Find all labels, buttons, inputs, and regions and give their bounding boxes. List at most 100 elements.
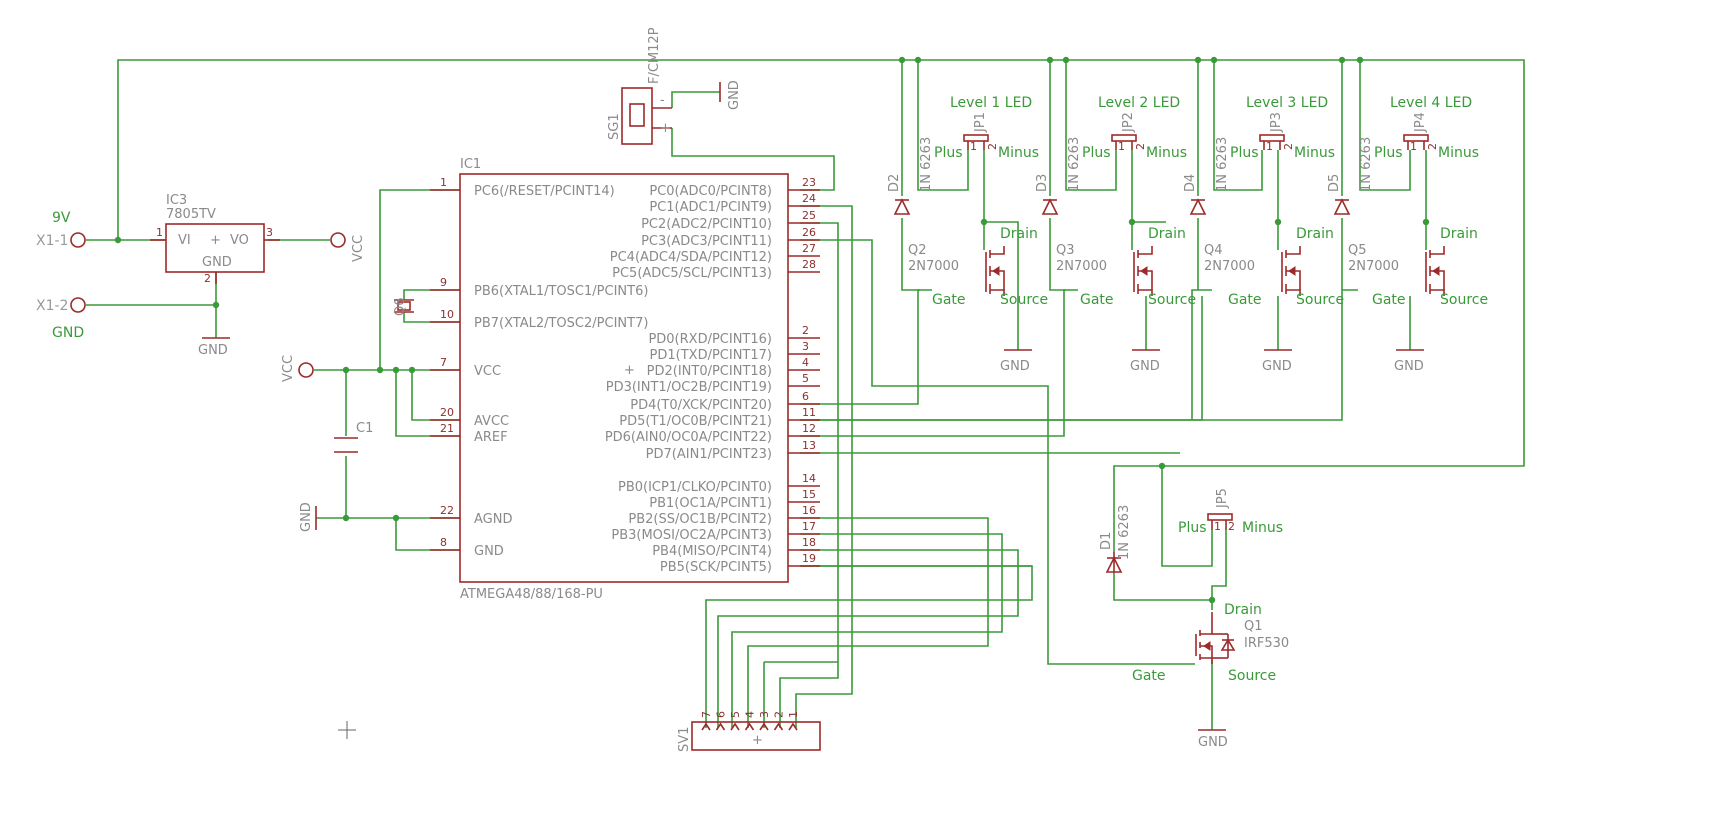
motor-stage[interactable]: JP5 1 2 Plus Minus D1 1N 6263 Q1 IRF530 …: [1099, 488, 1289, 684]
ic1-pin-number: 3: [802, 340, 809, 353]
ic1-pin-label: PD6(AIN0/OC0A/PCINT22): [605, 430, 772, 445]
q1-gate: Gate: [1132, 668, 1166, 684]
sg1-plus: +: [660, 121, 671, 136]
ic1[interactable]: IC1 ATMEGA48/88/168-PU + 1PC6(/RESET/PCI…: [430, 157, 820, 602]
jumper-name: JP3: [1269, 112, 1284, 133]
ic1-pin-label: PD5(T1/OC0B/PCINT21): [619, 414, 772, 429]
fet-value: 2N7000: [1348, 259, 1399, 274]
gnd-label-q5: GND: [1394, 359, 1424, 374]
ic1-pin-number: 8: [440, 536, 447, 549]
fet-name: Q2: [908, 243, 927, 258]
diode-name: D3: [1035, 174, 1050, 192]
gnd-label-regulator: GND: [198, 343, 228, 358]
jumper-body: [1259, 134, 1285, 142]
sv1-pin-mark: [701, 722, 711, 731]
sv1-pin-mark: [744, 722, 755, 731]
stage-wires-4: [1341, 60, 1427, 350]
ic1-pin-number: 26: [802, 226, 816, 239]
sv1-pin-number: 1: [787, 711, 800, 718]
q6-crystal[interactable]: Q6: [393, 297, 414, 316]
fet-arrow: [1288, 266, 1296, 276]
minus-label: Minus: [1438, 145, 1479, 161]
ic1-left-pins: 1PC6(/RESET/PCINT14)9PB6(XTAL1/TOSC1/PCI…: [430, 176, 648, 559]
q1-drain: Drain: [1224, 602, 1262, 618]
q6-name: Q6: [393, 297, 408, 316]
fet-name: Q3: [1056, 243, 1075, 258]
sv1-pin-number: 5: [729, 711, 742, 718]
minus-label: Minus: [998, 145, 1039, 161]
sv1-pin-mark: [715, 722, 726, 731]
source-label: Source: [1440, 292, 1488, 308]
ic3-pin3: 3: [266, 226, 273, 239]
ic1-pin-number: 6: [802, 390, 809, 403]
gate-label: Gate: [1228, 292, 1262, 308]
level-label: Level 4 LED: [1390, 95, 1472, 111]
ic1-pin-label: PD1(TXD/PCINT17): [650, 348, 772, 363]
sg1-value: F/CM12P: [647, 27, 662, 84]
c1-capacitor[interactable]: C1: [334, 421, 373, 453]
d1-value: 1N 6263: [1117, 505, 1132, 560]
ic1-pin-number: 23: [802, 176, 816, 189]
sv1-pin-mark: [730, 722, 740, 731]
minus-label: Minus: [1146, 145, 1187, 161]
ic1-pin-label: PC1(ADC1/PCINT9): [649, 200, 772, 215]
jp5-name: JP5: [1215, 488, 1230, 509]
ic3-plus: +: [210, 233, 221, 248]
sv1-pin-number: 2: [773, 711, 786, 718]
ic1-value: ATMEGA48/88/168-PU: [460, 587, 603, 602]
vcc-label-regulator: VCC: [351, 235, 366, 262]
diode-symbol: [1041, 198, 1059, 215]
sv1-pin-mark: [788, 722, 798, 731]
jumper-pin2: 2: [986, 143, 999, 150]
ic1-pin-number: 12: [802, 422, 816, 435]
diode-symbol: [893, 198, 911, 215]
ic1-pin-label: PB0(ICP1/CLKO/PCINT0): [618, 480, 772, 495]
gnd-label-ic1: GND: [299, 502, 314, 532]
sg1-buzzer[interactable]: SG1 F/CM12P - +: [607, 27, 672, 145]
ic3-pin2: 2: [204, 272, 211, 285]
jumper-pin2: 2: [1282, 143, 1295, 150]
gate-label: Gate: [1080, 292, 1114, 308]
jumper-pin1: 1: [1118, 140, 1125, 153]
diode-name: D4: [1183, 174, 1198, 192]
source-label: Source: [1000, 292, 1048, 308]
jumper-body: [963, 134, 989, 142]
supply-symbols: VCC VCC GND GND GND GND GND GND GND GND: [198, 80, 1424, 750]
cursor-crosshair-icon: [338, 721, 356, 739]
drain-label: Drain: [1296, 226, 1334, 242]
jp5-pin2: 2: [1228, 520, 1235, 533]
diode-value: 1N 6263: [1359, 137, 1374, 192]
ic3-vo: VO: [230, 233, 249, 248]
jumper-pin1: 1: [1410, 140, 1417, 153]
sg1-minus: -: [660, 93, 665, 108]
fet-name: Q5: [1348, 243, 1367, 258]
ic1-pin-label: PD7(AIN1/PCINT23): [646, 447, 772, 462]
ic1-pin-number: 22: [440, 504, 454, 517]
plus-label: Plus: [934, 145, 963, 161]
fet-value: 2N7000: [1056, 259, 1107, 274]
diode-symbol: [1333, 198, 1351, 215]
ic1-pin-label: PB2(SS/OC1B/PCINT2): [628, 512, 772, 527]
ic3-value: 7805TV: [166, 207, 216, 222]
ic3-gnd: GND: [202, 255, 232, 270]
fet-arrow: [1140, 266, 1148, 276]
ic1-pin-label: AVCC: [474, 414, 509, 429]
source-label: Source: [1148, 292, 1196, 308]
ic1-pin-number: 28: [802, 258, 816, 271]
fet-value: 2N7000: [908, 259, 959, 274]
level-label: Level 1 LED: [950, 95, 1032, 111]
ic1-pin-number: 4: [802, 356, 809, 369]
q1-value: IRF530: [1244, 636, 1289, 651]
ic1-pin-number: 11: [802, 406, 816, 419]
ic3-regulator[interactable]: IC3 7805TV VI VO + GND 1 3 2: [150, 193, 280, 285]
x1-connector[interactable]: X1-1 X1-2 9V GND: [36, 210, 86, 341]
fet-drain-lead: [1138, 246, 1153, 255]
gnd-label-q1: GND: [1198, 735, 1228, 750]
